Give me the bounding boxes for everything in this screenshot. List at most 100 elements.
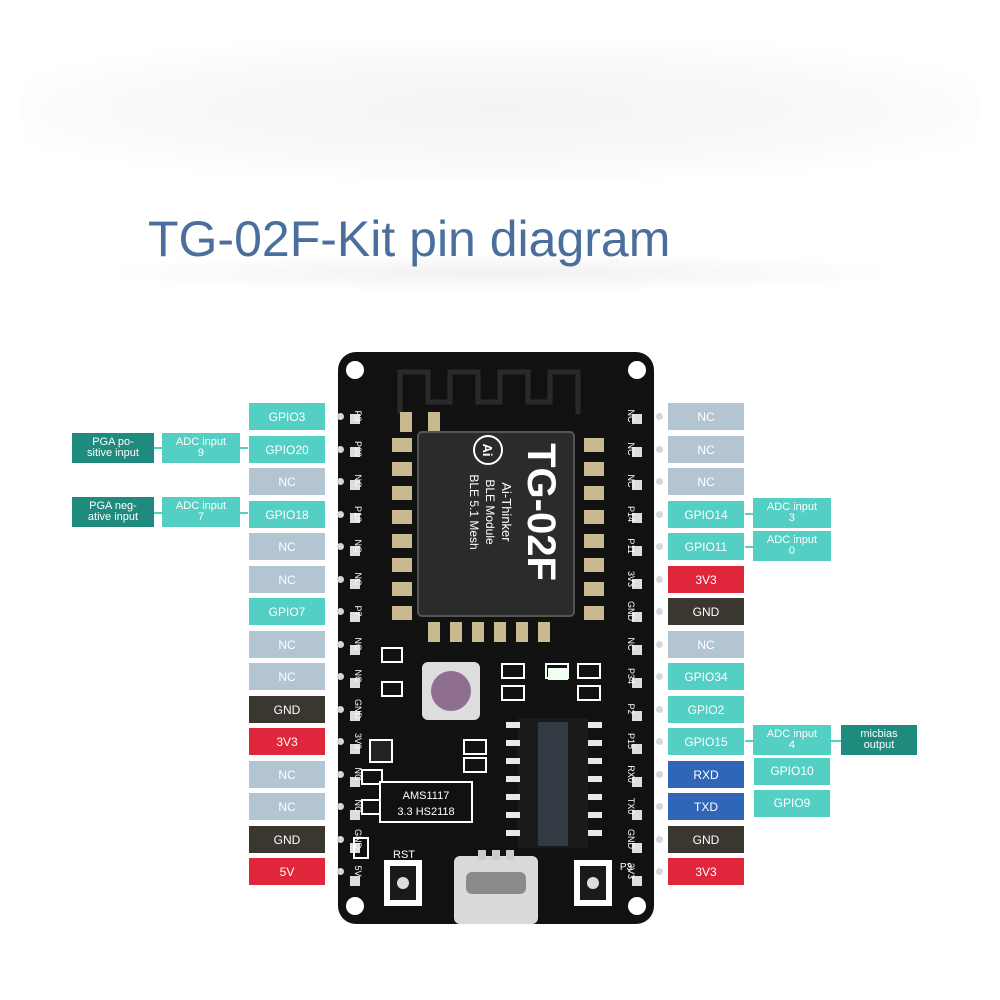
- pin-dot: [656, 673, 663, 680]
- pin-dot: [656, 511, 663, 518]
- antenna-trace: [397, 369, 581, 414]
- adc4-tag: ADC input 4: [753, 725, 831, 755]
- regulator-chip: [379, 781, 473, 823]
- board-pin-name: P3: [353, 410, 363, 422]
- board-pin-name: 3V3: [626, 570, 636, 587]
- board-pin-name: P34: [626, 667, 636, 684]
- connector-line: [154, 512, 162, 514]
- micbias-tag: micbias output: [841, 725, 917, 755]
- mount-hole: [346, 361, 364, 379]
- board-pin-name: TX0: [626, 797, 636, 815]
- mount-hole: [346, 897, 364, 915]
- header-pads: [350, 414, 642, 886]
- ai-logo-icon: [473, 435, 503, 465]
- regulator-label-2: 3.3 HS2118: [397, 806, 454, 818]
- small-ic: [369, 739, 393, 763]
- module-line2: BLE 5.1 Mesh: [467, 474, 481, 549]
- adc3-tag: ADC input 3: [753, 498, 831, 528]
- board-pin-name: GND: [626, 601, 636, 621]
- rst-button: [384, 860, 422, 906]
- pin-label-left: NC: [249, 663, 325, 690]
- pin-label-left: NC: [249, 793, 325, 820]
- pin-dot: [656, 868, 663, 875]
- board-pin-name: P20: [353, 440, 363, 457]
- board-pin-name: 3V3: [626, 862, 636, 879]
- mount-hole: [628, 361, 646, 379]
- pin-label-left: GPIO7: [249, 598, 325, 625]
- pin-label-right: 3V3: [668, 858, 744, 885]
- board-pin-name: P14: [626, 505, 636, 522]
- adc9-tag: ADC input 9: [162, 433, 240, 463]
- regulator-label: AMS1117: [403, 790, 450, 802]
- connector-line: [745, 513, 753, 515]
- pin-dot: [337, 543, 344, 550]
- background-haze: [120, 255, 880, 291]
- pin-label-right: GPIO2: [668, 696, 744, 723]
- board-pin-name: 5V: [353, 865, 363, 877]
- board-pin-name: P18: [353, 505, 363, 522]
- pin-dot: [337, 511, 344, 518]
- p3-label: P3: [620, 862, 633, 873]
- pin-dot: [656, 836, 663, 843]
- connector-line: [745, 740, 753, 742]
- pin-dot: [337, 706, 344, 713]
- pga-negative-tag: PGA neg- ative input: [72, 497, 154, 527]
- boot-button: [574, 860, 612, 906]
- board-pin-name: NC: [353, 539, 363, 553]
- pin-label-left: NC: [249, 566, 325, 593]
- pin-dot: [656, 738, 663, 745]
- board-pin-name: NC: [353, 767, 363, 781]
- board-pin-name: NC: [353, 637, 363, 651]
- pin-label-left: GPIO20: [249, 436, 325, 463]
- background-haze: [20, 40, 980, 180]
- pin-label-right: NC: [668, 403, 744, 430]
- pin-label-right: 3V3: [668, 566, 744, 593]
- pin-dot: [337, 446, 344, 453]
- pin-dot: [656, 608, 663, 615]
- board-pin-name: NC: [353, 669, 363, 683]
- board-pin-name: GND: [626, 829, 636, 849]
- connector-line: [745, 546, 753, 548]
- pin-dot: [656, 576, 663, 583]
- pin-dot: [337, 608, 344, 615]
- module-shield: [417, 431, 575, 617]
- usb-serial-ic: [506, 718, 602, 848]
- pin-label-right: NC: [668, 631, 744, 658]
- pin-dot: [656, 543, 663, 550]
- dev-board: TG-02F Ai-Thinker BLE Module BLE 5.1 Mes…: [338, 352, 654, 924]
- pin-dot: [656, 803, 663, 810]
- pin-dot: [337, 868, 344, 875]
- pin-label-left: GPIO3: [249, 403, 325, 430]
- connector-line: [831, 740, 841, 742]
- pin-dot: [656, 706, 663, 713]
- pin-dot: [337, 641, 344, 648]
- usb-connector: [454, 850, 538, 924]
- board-pin-name: NC: [353, 799, 363, 813]
- connector-line: [154, 447, 162, 449]
- pin-label-right: NC: [668, 468, 744, 495]
- pga-positive-tag: PGA po- sitive input: [72, 433, 154, 463]
- connector-line: [240, 447, 248, 449]
- pin-label-right: GPIO34: [668, 663, 744, 690]
- pin-label-left: NC: [249, 761, 325, 788]
- pin-dot: [656, 641, 663, 648]
- board-pin-name: P2: [626, 703, 636, 715]
- board-pin-name: P11: [626, 538, 636, 554]
- ai-logo-text: Ai: [480, 444, 495, 457]
- connector-line: [240, 512, 248, 514]
- board-pin-name: GND: [353, 699, 363, 719]
- pin-label-right: NC: [668, 436, 744, 463]
- pin-label-left: GND: [249, 826, 325, 853]
- pin-label-left: 3V3: [249, 728, 325, 755]
- gpio9-tag: GPIO9: [754, 790, 830, 817]
- pin-label-left: 5V: [249, 858, 325, 885]
- board-pin-name: NC: [626, 442, 636, 456]
- pin-label-right: GND: [668, 826, 744, 853]
- gpio10-tag: GPIO10: [754, 758, 830, 785]
- board-pin-name: NC: [626, 409, 636, 423]
- pin-label-right: GND: [668, 598, 744, 625]
- pin-label-left: GPIO18: [249, 501, 325, 528]
- pin-label-right: GPIO14: [668, 501, 744, 528]
- pin-dot: [337, 478, 344, 485]
- pin-dot: [337, 576, 344, 583]
